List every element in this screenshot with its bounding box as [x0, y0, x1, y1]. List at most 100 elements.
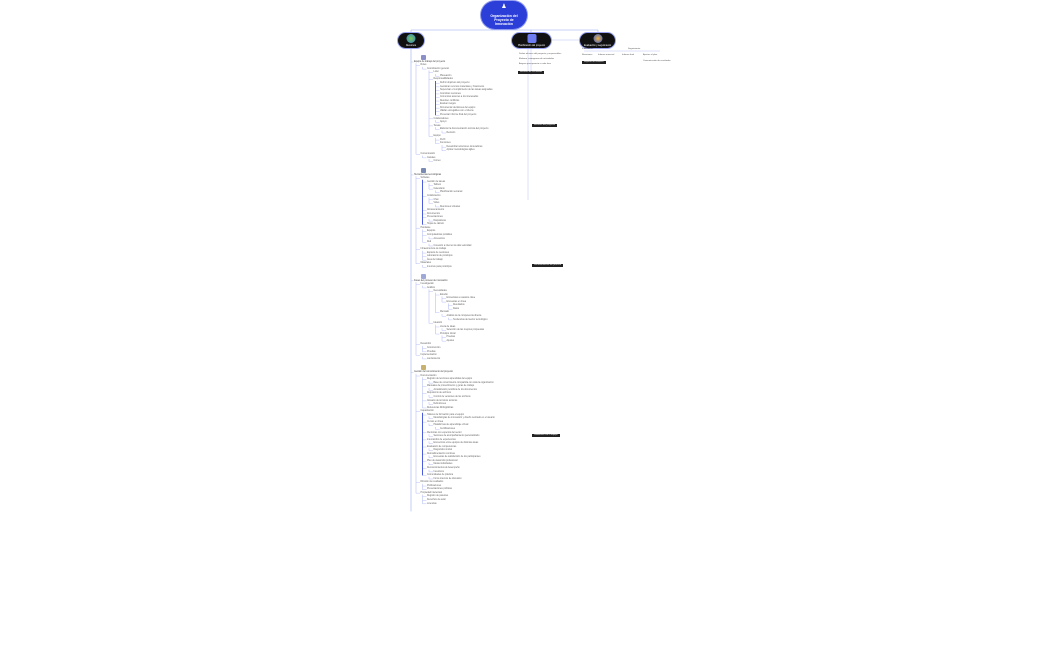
tree-node-label[interactable]: Mercado: [440, 311, 449, 314]
tree-node-label[interactable]: Encuestas de satisfacción de los partici…: [433, 456, 481, 459]
tree-node-label[interactable]: Base de conocimiento compartida con toda…: [433, 381, 494, 384]
tree-node-label[interactable]: Validar entregables con el cliente: [440, 110, 474, 113]
tree-node-label[interactable]: Resolver conflictos: [440, 99, 460, 102]
tree-node-label[interactable]: Reconocimientos al desempeño: [427, 467, 460, 469]
tree-node-label[interactable]: Ideación: [433, 322, 443, 325]
branch-recursos[interactable]: Recursos: [398, 33, 424, 48]
tree-node-label[interactable]: Presentaciones públicas: [427, 488, 452, 491]
tree-node-label[interactable]: Tendencias del sector tecnológico: [453, 318, 488, 321]
tree-node-label[interactable]: Registro de lecciones aprendidas del equ…: [427, 378, 473, 381]
tree-node-label[interactable]: Referencias bibliográficas: [427, 406, 454, 409]
tree-node-label[interactable]: Colaboración: [427, 194, 441, 197]
tree-node-label[interactable]: Presentar informe final del proyecto: [440, 113, 477, 116]
tree-node-label[interactable]: Hojas de cálculo: [427, 223, 444, 226]
tree-node-label[interactable]: Implementación: [420, 354, 437, 357]
tree-node-label[interactable]: Líder: [433, 71, 439, 74]
tree-node-label[interactable]: Supervisar el cumplimiento de las tareas…: [440, 89, 493, 92]
tree-node-label[interactable]: Coordinar reuniones: [440, 92, 461, 95]
tree-node-label[interactable]: Metas individuales: [433, 463, 453, 466]
tree-node-label[interactable]: Coordinación general: [427, 67, 449, 70]
tree-node-label[interactable]: Análisis de la competencia directa: [446, 315, 482, 317]
tree-node-label[interactable]: Perfil: [440, 138, 446, 141]
tree-node-label[interactable]: Materiales: [420, 262, 432, 265]
tree-node-label[interactable]: Derechos de autor: [427, 498, 446, 501]
tree-node-label[interactable]: Computadoras portátiles: [427, 234, 453, 236]
tree-node-label[interactable]: Actualización periódica de los documento…: [433, 388, 477, 391]
tree-node-label[interactable]: Documentación: [420, 374, 437, 377]
tree-node-label[interactable]: Estudio: [440, 293, 448, 296]
tree-node-label[interactable]: Laboratorio de prototipos: [427, 255, 453, 258]
tree-node-label[interactable]: Elaborar la documentación técnica del pr…: [440, 128, 489, 131]
tree-node-label[interactable]: Pruebas: [446, 336, 456, 339]
tree-node-label[interactable]: Colaboradores: [433, 117, 449, 120]
tree-node-label[interactable]: Software: [420, 177, 430, 180]
root-node[interactable]: ♟ Organización del Proyecto de Innovació…: [481, 1, 527, 29]
tree-node-label[interactable]: Datos: [453, 307, 460, 310]
tree-node-label[interactable]: Reuniones virtuales: [440, 205, 461, 208]
tree-node-label[interactable]: Construcción: [427, 346, 441, 349]
tree-node-label[interactable]: Equipos: [427, 230, 436, 233]
tree-node-label[interactable]: Plan de desarrollo profesional: [427, 459, 458, 462]
tree-node-label[interactable]: Documentos: [427, 212, 440, 215]
tree-node-label[interactable]: Definiciones: [433, 403, 447, 406]
tree-node-label[interactable]: Comunidades de práctica: [427, 474, 454, 477]
tree-node-label[interactable]: Planificación semanal: [440, 191, 463, 194]
tree-node-label[interactable]: Definir objetivos del proyecto: [440, 82, 470, 84]
tree-node-label[interactable]: Roles: [420, 64, 427, 67]
tree-node-label[interactable]: Tareas: [433, 124, 441, 127]
tree-node-label[interactable]: Control de versiones de los archivos: [433, 396, 471, 398]
tree-node-label[interactable]: Encuestas en línea: [446, 300, 467, 303]
tree-node-label[interactable]: Conexión a internet de alta velocidad: [433, 244, 472, 247]
tree-node-label[interactable]: Espacio de reuniones: [427, 251, 450, 254]
tree-node-label[interactable]: Difusión de resultados: [420, 481, 444, 484]
tree-node-label[interactable]: Sesiones de acompañamiento personalizado: [433, 435, 480, 438]
tree-node-label[interactable]: Evaluar riesgos: [440, 103, 456, 106]
tree-node-label[interactable]: Funciones: [440, 142, 451, 145]
section-label[interactable]: Herramientas tecnológicas: [414, 173, 442, 176]
tree-node-label[interactable]: Video: [433, 202, 440, 205]
tree-node-label[interactable]: Prototipo inicial: [440, 332, 456, 335]
tree-node-label[interactable]: Talleres de formación para el equipo: [427, 413, 465, 416]
tree-node-label[interactable]: Manuales de procedimiento y guías de tra…: [427, 385, 475, 388]
tree-node-label[interactable]: Lluvia de ideas: [440, 325, 456, 328]
tree-node-label[interactable]: Licencias: [427, 502, 437, 505]
tree-node-label[interactable]: Cursos en línea: [427, 420, 444, 423]
tree-node-label[interactable]: Mentorías con expertos del sector: [427, 431, 462, 434]
tree-node-label[interactable]: Insumos para prototipos: [427, 265, 452, 268]
tree-node-label[interactable]: Área de trabajo: [427, 258, 443, 261]
tree-node-label[interactable]: Necesidades: [433, 290, 447, 293]
section-label[interactable]: Gestión del conocimiento del proyecto: [414, 371, 453, 374]
tree-node-label[interactable]: Accesorios: [433, 237, 445, 240]
tree-node-label[interactable]: Ajustes: [446, 339, 455, 342]
tree-node-label[interactable]: Incentivos: [433, 470, 444, 473]
tree-node-label[interactable]: Aplicar metodologías ágiles: [446, 149, 475, 152]
tree-node-label[interactable]: Gestionar recursos materiales y financie…: [440, 85, 485, 88]
tree-node-label[interactable]: Metodologías de innovación y diseño cent…: [433, 417, 495, 420]
tree-node-label[interactable]: Gestión de tareas: [427, 180, 446, 183]
tree-node-label[interactable]: Selección de las mejores propuestas: [446, 329, 485, 332]
tree-node-label[interactable]: Documentar decisiones del equipo: [440, 106, 476, 109]
section-label[interactable]: Fases del proceso de innovación: [414, 279, 448, 282]
tree-node-label[interactable]: Repositorio de archivos: [427, 392, 452, 395]
tree-node-label[interactable]: Propiedad intelectual: [420, 491, 442, 494]
tree-node-label[interactable]: Planeación: [440, 74, 452, 77]
tree-node-label[interactable]: Foros internos de discusión: [433, 477, 462, 480]
tree-node-label[interactable]: Investigación: [420, 283, 434, 286]
tree-node-label[interactable]: Diagnóstico inicial: [433, 449, 452, 452]
tree-node-label[interactable]: Publicaciones: [427, 484, 442, 487]
tree-node-label[interactable]: Registro de patentes: [427, 495, 449, 498]
tree-node-label[interactable]: Capacitación: [420, 410, 434, 413]
tree-node-label[interactable]: Canales: [427, 156, 436, 159]
tree-node-label[interactable]: Pruebas: [427, 350, 436, 353]
tree-node-label[interactable]: Lanzamiento: [427, 357, 441, 360]
tree-node-label[interactable]: Plataformas de aprendizaje virtual: [433, 424, 469, 427]
tree-node-label[interactable]: Red: [427, 241, 432, 244]
tree-node-label[interactable]: Hardware: [420, 226, 431, 229]
tree-node-label[interactable]: Revisión: [446, 131, 456, 134]
tree-node-label[interactable]: Calendario: [433, 187, 445, 190]
tree-node-label[interactable]: Análisis: [427, 286, 435, 289]
tree-node-label[interactable]: Comunicar avances a los interesados: [440, 96, 479, 99]
section-label[interactable]: Equipo de trabajo del proyecto: [414, 60, 446, 63]
tree-node-label[interactable]: Entrevistas a usuarios clave: [446, 297, 476, 300]
tree-node-label[interactable]: Resultados: [453, 304, 465, 307]
